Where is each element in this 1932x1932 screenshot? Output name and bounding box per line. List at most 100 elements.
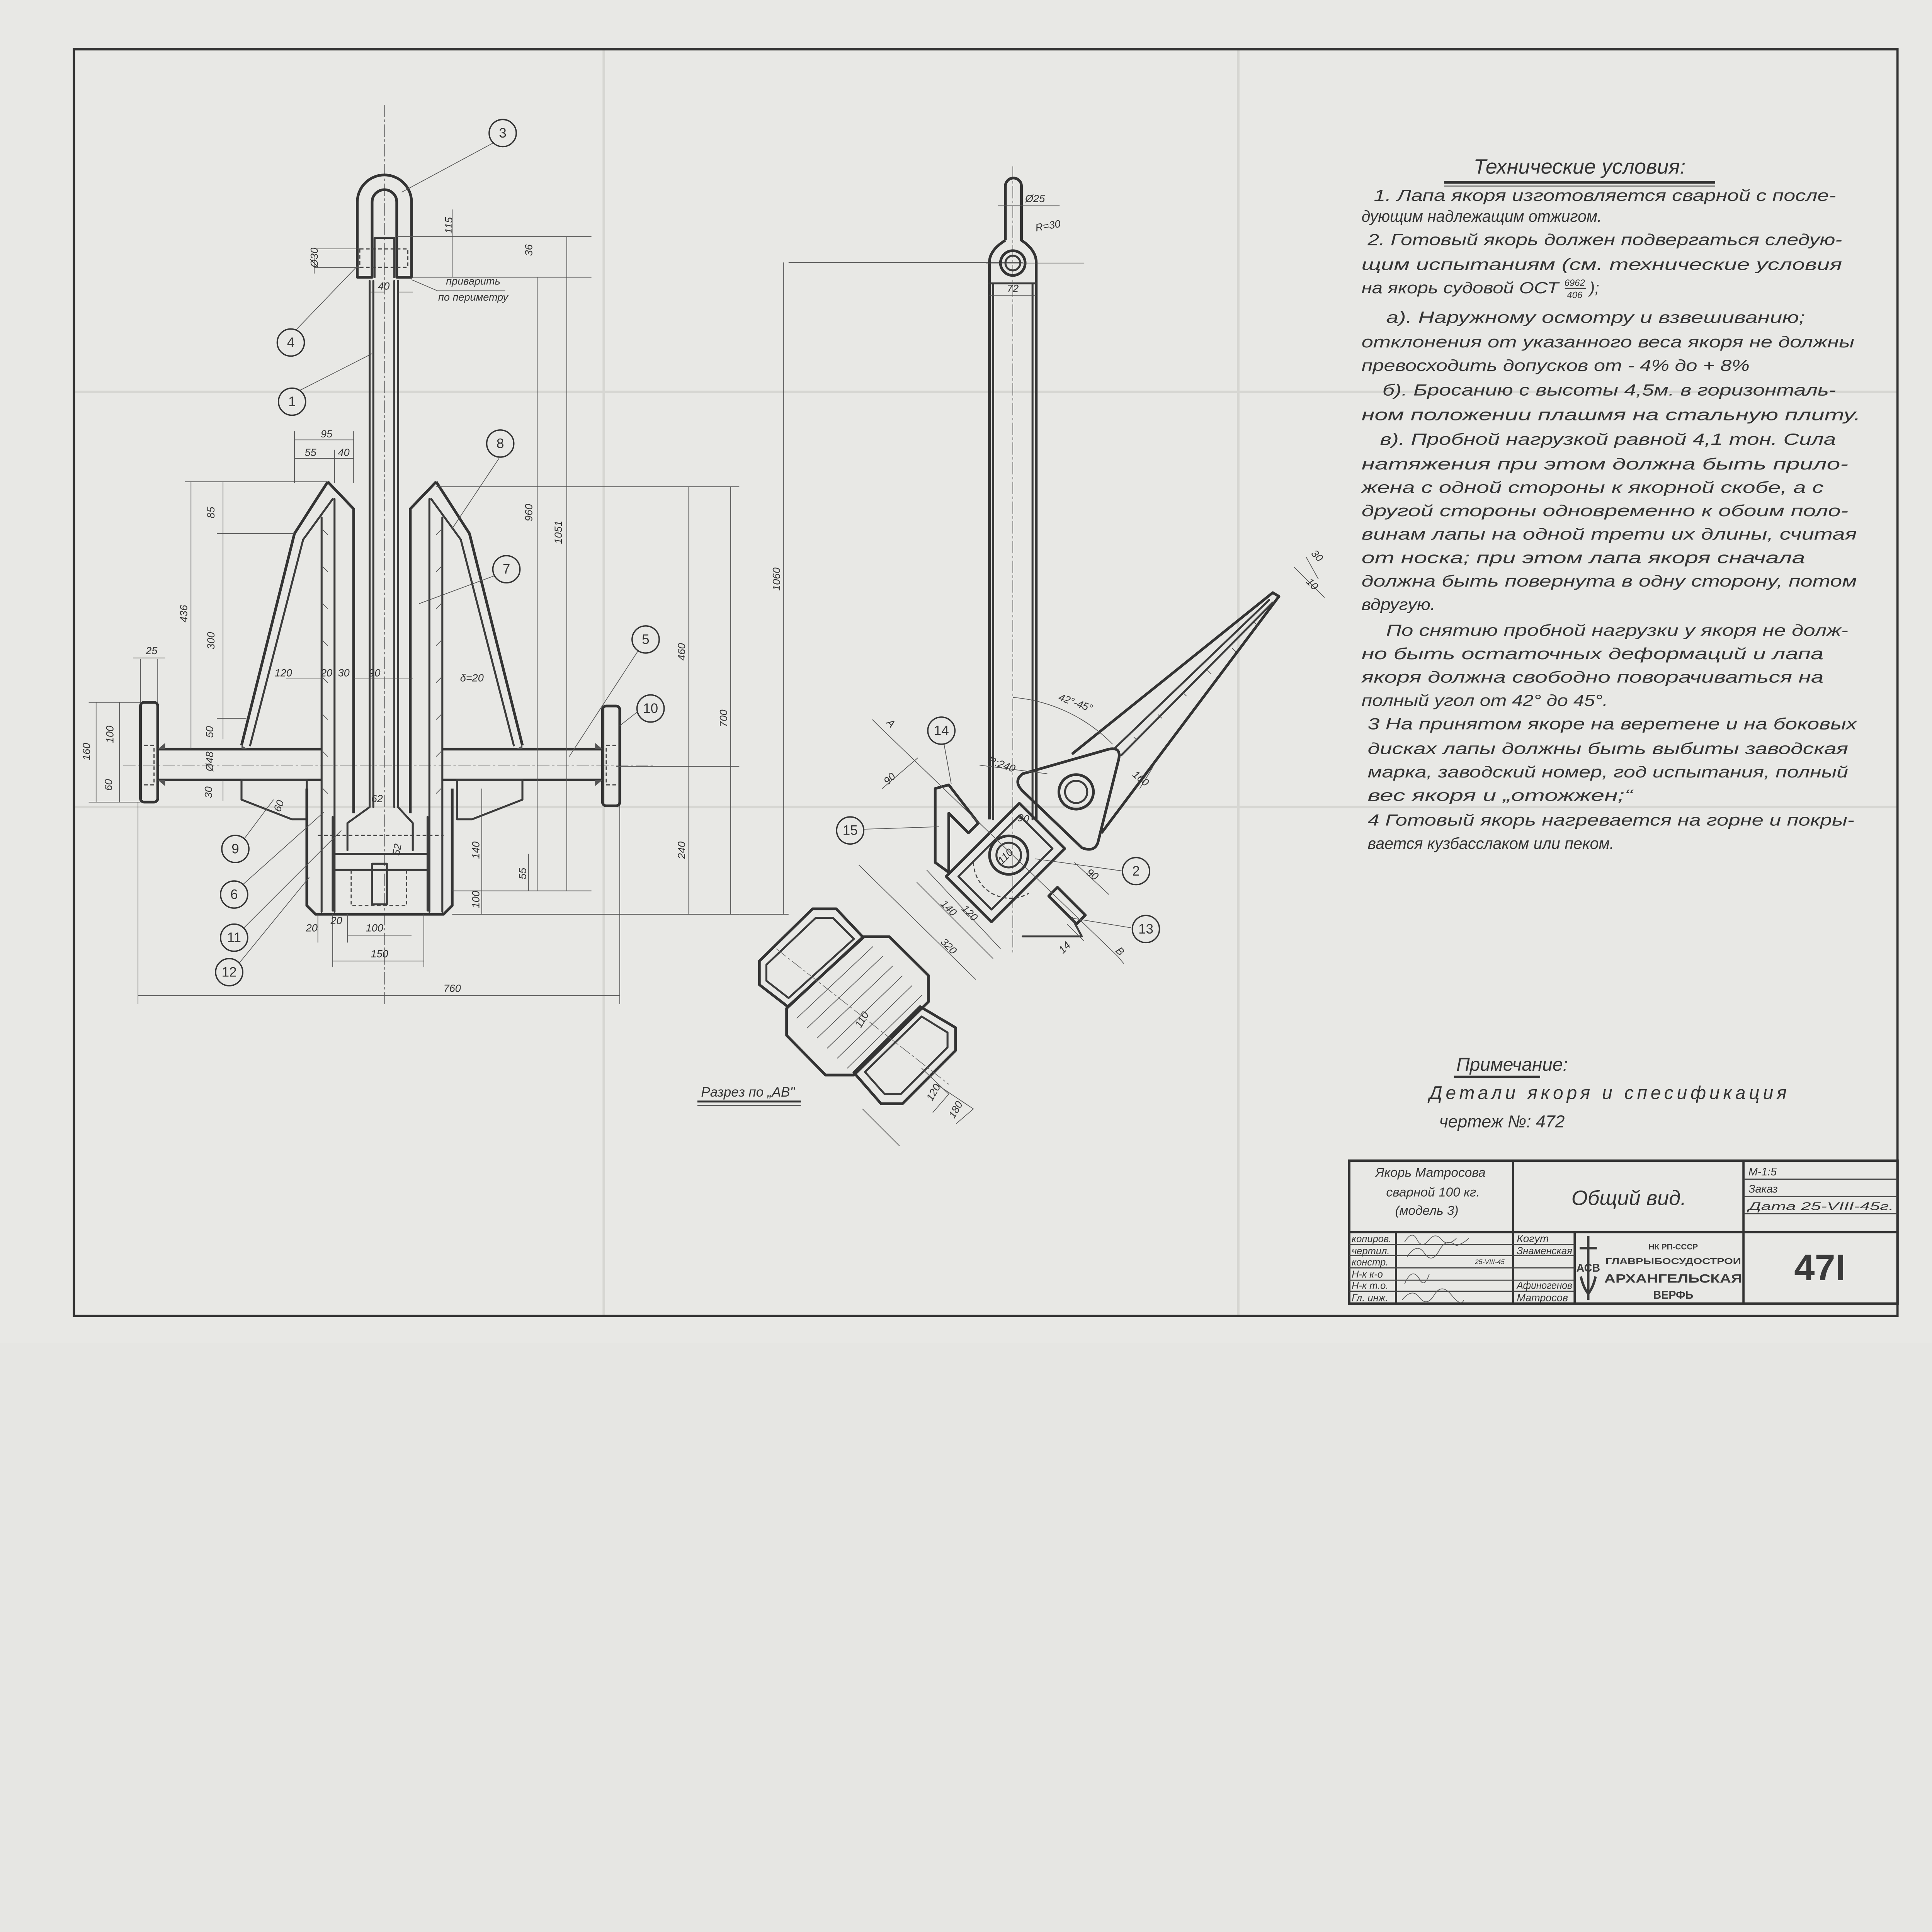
condition-line: в). Пробной нагрузкой равной 4,1 тон. Си… (1380, 430, 1836, 448)
dimension-label: 300 (205, 632, 217, 650)
callout-number: 5 (642, 632, 650, 647)
condition-line: б). Бросанию с высоты 4,5м. в горизонтал… (1383, 381, 1836, 399)
dimension-label: 50 (204, 726, 216, 738)
technical-conditions-title: Технические условия: (1473, 155, 1685, 179)
order: Заказ (1748, 1183, 1778, 1196)
callout-circle (221, 835, 250, 863)
callout-circle (1122, 857, 1150, 886)
fluke-palm (1016, 747, 1121, 851)
callout-circle (277, 387, 306, 416)
org-line3: АРХАНГЕЛЬСКАЯ (1604, 1272, 1742, 1286)
section-title: Разрез по „АВ" (701, 1085, 795, 1100)
dimension-label: Ø30 (308, 248, 320, 268)
org-line2: ГЛАВРЫБОСУДОСТРОИ (1605, 1257, 1741, 1266)
flange-left (240, 779, 308, 821)
callout-number: 10 (643, 701, 658, 716)
stock (158, 748, 603, 781)
dimension-label: 460 (675, 643, 687, 660)
signatory-role: констр. (1352, 1257, 1388, 1268)
section-lower-box (852, 1005, 957, 1105)
signatory-role: Н-к к-о (1352, 1269, 1383, 1280)
dimension-label: 20 (330, 915, 342, 927)
condition-line: 3 На принятом якоре на веретене и на бок… (1368, 715, 1858, 733)
shank-eye (988, 177, 1038, 820)
condition-line: По снятию пробной нагрузки у якоря не до… (1386, 621, 1848, 639)
dimension-label: 120 (275, 667, 292, 679)
signatures (1402, 1235, 1469, 1303)
dimension-label: 1051 (552, 520, 564, 544)
condition-line: отклонения от указанного веса якоря не д… (1362, 333, 1855, 351)
dimension-label: 30 (202, 786, 214, 798)
flange-right (456, 779, 524, 821)
shank (346, 280, 414, 851)
dimension-label: 40 (338, 446, 350, 458)
condition-line: ном положении плашмя на стальную плиту. (1362, 405, 1861, 423)
condition-line: а). Наружному осмотру и взвешиванию; (1386, 308, 1805, 326)
dimension-label: 72 (1007, 282, 1019, 294)
condition-line: полный угол от 42° до 45°. (1362, 691, 1608, 709)
dimension-label: 115 (442, 217, 454, 234)
callout-circle (927, 716, 956, 745)
condition-line: от носка; при этом лапа якоря сначала (1362, 548, 1805, 566)
section-hatched-block (785, 935, 930, 1077)
scale: М-1:5 (1748, 1166, 1777, 1178)
condition-line: превосходить допусков от - 4% до + 8% (1362, 356, 1750, 374)
product-name-line1: Якорь Матросова (1375, 1165, 1486, 1180)
dimension-label: 40 (378, 280, 389, 292)
stock-disc-left (139, 701, 159, 804)
callout-number: 1 (288, 394, 296, 409)
dimension-label: 95 (321, 428, 333, 440)
dimension-label: 90 (1017, 811, 1030, 825)
callout-number: 9 (231, 842, 239, 857)
callout-number: 4 (287, 335, 295, 350)
condition-line: но быть остаточных деформаций и лапа (1362, 645, 1824, 663)
signatory-role: чертил. (1352, 1246, 1389, 1257)
technical-conditions: Технические условия: 1. Лапа якоря изгот… (1361, 155, 1861, 852)
condition-line: 4 Готовый якорь нагревается на горне и п… (1368, 811, 1855, 829)
condition-line: дующим надлежащим отжигом. (1362, 207, 1602, 225)
dimension-label: 100 (366, 922, 383, 934)
shackle-pin (359, 248, 408, 268)
crown-pin-ring (988, 834, 1029, 876)
signatory-name: Знаменская (1517, 1245, 1572, 1257)
dimension-label: 20 (320, 667, 332, 679)
callout-circle (486, 429, 515, 458)
side-dimension-lines (858, 205, 1325, 980)
dimension-label: 36 (523, 244, 535, 256)
note: Примечание: Детали якоря и спесификация … (1427, 1054, 1787, 1131)
callout-number: 12 (222, 964, 237, 980)
fluke-plate-right (409, 481, 524, 913)
callout-number: 14 (934, 723, 949, 738)
organization-emblem: АСВ (1577, 1236, 1600, 1300)
dimension-lines (88, 209, 1023, 1004)
callout-number: 7 (503, 562, 510, 577)
callout-number: 11 (227, 930, 241, 945)
condition-line: вается кузбасслаком или пеком. (1368, 834, 1614, 852)
condition-line: должна быть повернута в одну сторону, по… (1362, 572, 1857, 590)
condition-line: натяжения при этом должна быть прило- (1362, 455, 1849, 473)
signatory-role: копиров. (1352, 1233, 1391, 1244)
dimension-label: 960 (523, 504, 535, 521)
dimension-label: 90 (369, 667, 380, 679)
condition-line: 1. Лапа якоря изготовляется сварной с по… (1374, 186, 1836, 204)
ost-numerator: 6962 (1565, 278, 1585, 288)
callout-number: 8 (497, 436, 504, 451)
dimension-label: 436 (178, 604, 190, 622)
dimension-label: 85 (205, 507, 217, 519)
dimension-label: Ø48 (204, 752, 216, 772)
dimension-label: 100 (469, 891, 481, 908)
product-name-line3: (модель 3) (1395, 1204, 1458, 1218)
dimension-label: 240 (675, 842, 687, 859)
side-callout-leaders (864, 743, 1131, 929)
callout-circle (836, 816, 865, 845)
note-title: Примечание: (1456, 1054, 1568, 1075)
callout-number: 3 (499, 126, 507, 141)
dimension-label: 20 (306, 922, 318, 934)
ost-suffix: ); (1588, 279, 1599, 297)
dimension-label: δ=20 (460, 672, 484, 684)
weld-note-line2: по периметру (438, 291, 509, 303)
drawing-number: 47I (1794, 1247, 1845, 1288)
